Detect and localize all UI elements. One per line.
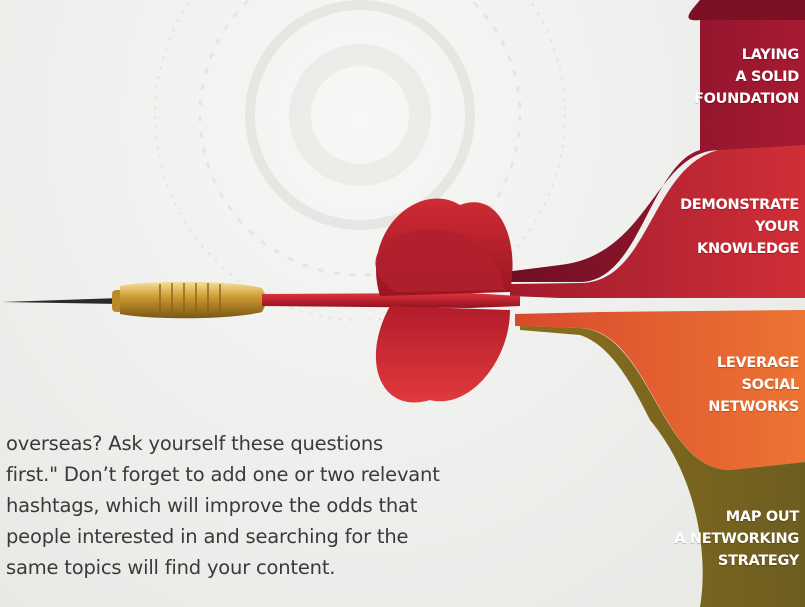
step-label-strategy: MAP OUT A NETWORKING STRATEGY (669, 506, 799, 572)
step-ribbon-foundation-top (688, 0, 805, 20)
step-label-foundation: LAYING A SOLID FOUNDATION (669, 44, 799, 110)
body-line: overseas? Ask yourself these questions (6, 428, 476, 459)
step-label-social: LEVERAGE SOCIAL NETWORKS (669, 352, 799, 418)
step-label-knowledge: DEMONSTRATE YOUR KNOWLEDGE (669, 194, 799, 260)
body-line: people interested in and searching for t… (6, 521, 476, 552)
article-body-text: overseas? Ask yourself these questions f… (6, 428, 476, 583)
body-line: same topics will find your content. (6, 552, 476, 583)
dart-graphic (2, 198, 520, 402)
dart-flight-bottom (376, 306, 510, 403)
body-line: hashtags, which will improve the odds th… (6, 490, 476, 521)
body-line: first." Don’t forget to add one or two r… (6, 459, 476, 490)
